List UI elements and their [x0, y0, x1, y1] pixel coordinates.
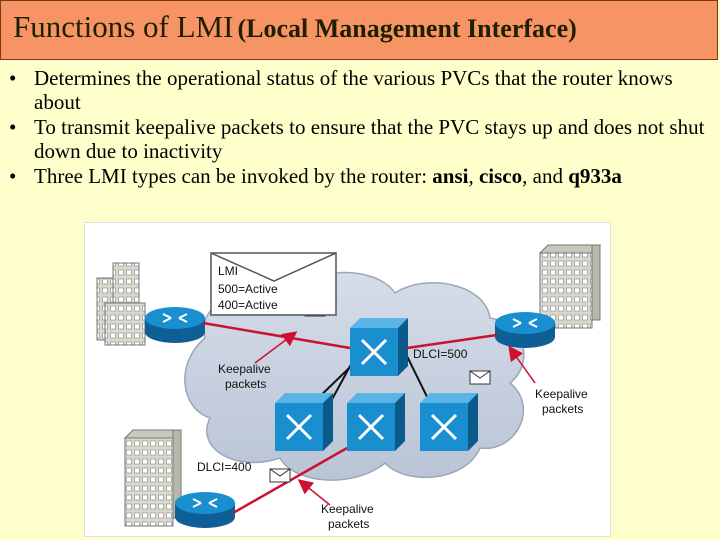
keepalive-label-left-2: packets [225, 377, 266, 391]
bullet-text: Determines the operational status of the… [34, 66, 673, 114]
switch-icon [275, 393, 333, 451]
building-icon [538, 244, 602, 329]
keepalive-label-right-2: packets [542, 402, 583, 416]
switch-icon [420, 393, 478, 451]
bullet-sep: , and [522, 164, 569, 188]
router-icon [495, 312, 555, 348]
bullet-list: • Determines the operational status of th… [0, 66, 715, 189]
switch-icon [350, 318, 408, 376]
keepalive-label-bottom-2: packets [328, 517, 369, 531]
lmi-box-line3: 400=Active [218, 298, 278, 312]
building-icon [123, 429, 183, 527]
keepalive-arrows [254, 331, 536, 506]
keepalive-label-right: Keepalive [535, 387, 588, 401]
bullet-item: • Determines the operational status of th… [0, 66, 715, 114]
dlci-label-400: DLCI=400 [197, 460, 252, 474]
title-main: Functions of LMI [13, 9, 234, 44]
bullet-dot: • [9, 115, 17, 139]
envelope-icon [269, 468, 291, 483]
lmi-box-line1: LMI [218, 264, 238, 278]
lmi-status-message: LMI 500=Active 400=Active [210, 252, 337, 316]
bullet-item: • Three LMI types can be invoked by the r… [0, 164, 715, 188]
frame-relay-diagram: LMI 500=Active 400=Active DLCI=500 DLCI=… [84, 222, 611, 537]
keepalive-label-bottom: Keepalive [321, 502, 374, 516]
dlci-label-500: DLCI=500 [413, 347, 468, 361]
lmi-box-line2: 500=Active [218, 282, 278, 296]
router-icon [145, 307, 205, 343]
keepalive-label-left: Keepalive [218, 362, 271, 376]
slide-title: Functions of LMI (Local Management Inter… [13, 9, 577, 45]
bullet-text: To transmit keepalive packets to ensure … [34, 115, 705, 163]
switch-icon [347, 393, 405, 451]
bullet-dot: • [9, 164, 17, 188]
router-icon [175, 492, 235, 528]
lmi-type-cisco: cisco [478, 164, 523, 188]
envelope-icon [469, 370, 491, 385]
building-icon [96, 262, 146, 346]
title-bar: Functions of LMI (Local Management Inter… [0, 0, 718, 60]
bullet-sep: , [468, 164, 479, 188]
bullet-text: Three LMI types can be invoked by the ro… [34, 164, 433, 188]
bullet-dot: • [9, 66, 17, 90]
lmi-type-q933a: q933a [568, 164, 622, 188]
lmi-type-ansi: ansi [432, 164, 469, 188]
bullet-item: • To transmit keepalive packets to ensure… [0, 115, 715, 163]
title-paren: (Local Management Interface) [237, 14, 577, 43]
